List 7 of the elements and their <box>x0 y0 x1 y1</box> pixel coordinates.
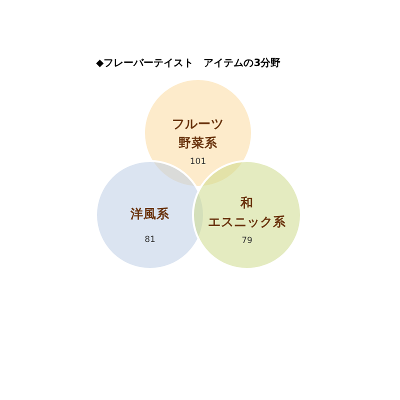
item-count: 81 <box>144 235 156 245</box>
category-name: 洋風系 <box>130 205 170 223</box>
item-count: 79 <box>242 236 252 246</box>
item-count: 101 <box>190 157 206 167</box>
category-name: フルーツ野菜系 <box>172 115 224 152</box>
chart-title: ◆フレーバーテイスト アイテムの3分野 <box>96 58 281 70</box>
category-name: 和エスニック系 <box>208 194 286 231</box>
